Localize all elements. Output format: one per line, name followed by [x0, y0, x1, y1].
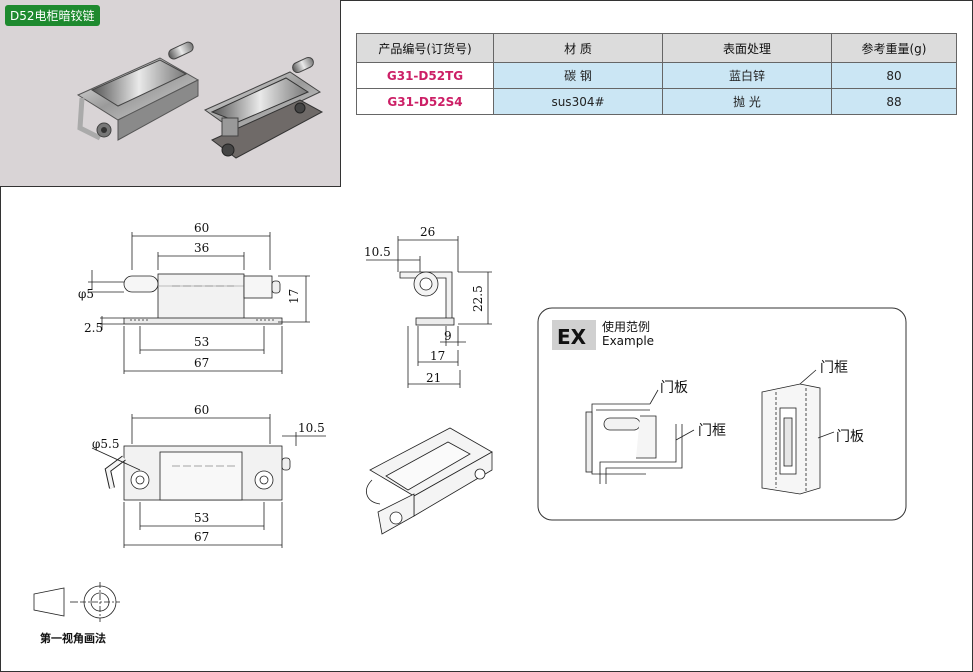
example-sketch-right [761, 369, 835, 495]
ex-title-cn: 使用范例 [602, 319, 650, 334]
table-row: G31-D52S4 sus304# 抛 光 88 [356, 88, 957, 115]
projection-label: 第一视角画法 [40, 631, 106, 645]
row-material: 碳 钢 [493, 62, 663, 89]
hinge-photo [76, 41, 324, 159]
ex-title-en: Example [602, 334, 654, 348]
header-weight: 参考重量(g) [831, 33, 957, 63]
front-view [88, 232, 310, 374]
dim-side-225: 22.5 [471, 285, 485, 312]
isometric-view [366, 427, 493, 535]
dim-top-phi: φ5.5 [92, 437, 120, 451]
hinge-zinc-image [76, 41, 200, 141]
dim-top-60: 60 [194, 403, 209, 417]
row-weight: 88 [831, 88, 957, 115]
product-photo-panel: D52电柜暗铰链 [0, 0, 341, 187]
dim-top-53: 53 [194, 511, 209, 525]
ex-door-frame-left: 门框 [698, 423, 726, 439]
ex-badge-bg [552, 320, 596, 350]
dim-front-17: 17 [287, 289, 301, 304]
dim-front-60: 60 [194, 221, 209, 235]
dim-front-25: 2.5 [84, 321, 103, 335]
header-surface: 表面处理 [662, 33, 832, 63]
header-material: 材 质 [493, 33, 663, 63]
row-code: G31-D52TG [356, 62, 494, 89]
spec-table-header: 产品编号(订货号) 材 质 表面处理 参考重量(g) [356, 33, 957, 63]
top-view [91, 414, 326, 548]
dim-side-17: 17 [430, 349, 445, 363]
dim-side-9: 9 [444, 329, 452, 343]
spec-table: 产品编号(订货号) 材 质 表面处理 参考重量(g) G31-D52TG 碳 钢… [356, 33, 957, 115]
dim-front-36: 36 [194, 241, 209, 255]
example-sketch-left [585, 389, 695, 484]
dim-top-67: 67 [194, 530, 209, 544]
ex-door-panel-right: 门板 [836, 429, 864, 445]
dim-front-67: 67 [194, 356, 209, 370]
row-code: G31-D52S4 [356, 88, 494, 115]
dim-front-53: 53 [194, 335, 209, 349]
first-angle-projection-symbol [33, 582, 120, 622]
ex-door-panel-left: 门板 [660, 380, 688, 396]
dim-top-105: 10.5 [298, 421, 325, 435]
dim-front-phi: φ5 [78, 287, 94, 301]
header-code: 产品编号(订货号) [356, 33, 494, 63]
table-row: G31-D52TG 碳 钢 蓝白锌 80 [356, 62, 957, 89]
dim-side-21: 21 [426, 371, 441, 385]
row-material: sus304# [493, 88, 663, 115]
example-panel [537, 307, 907, 521]
product-title: D52电柜暗铰链 [5, 5, 100, 26]
ex-badge: EX [557, 325, 587, 349]
dim-side-105: 10.5 [364, 245, 391, 259]
side-view [366, 236, 492, 388]
row-surface: 抛 光 [662, 88, 832, 115]
ex-door-frame-right: 门框 [820, 360, 848, 376]
hinge-stainless-image [203, 56, 324, 159]
dim-side-26: 26 [420, 225, 435, 239]
